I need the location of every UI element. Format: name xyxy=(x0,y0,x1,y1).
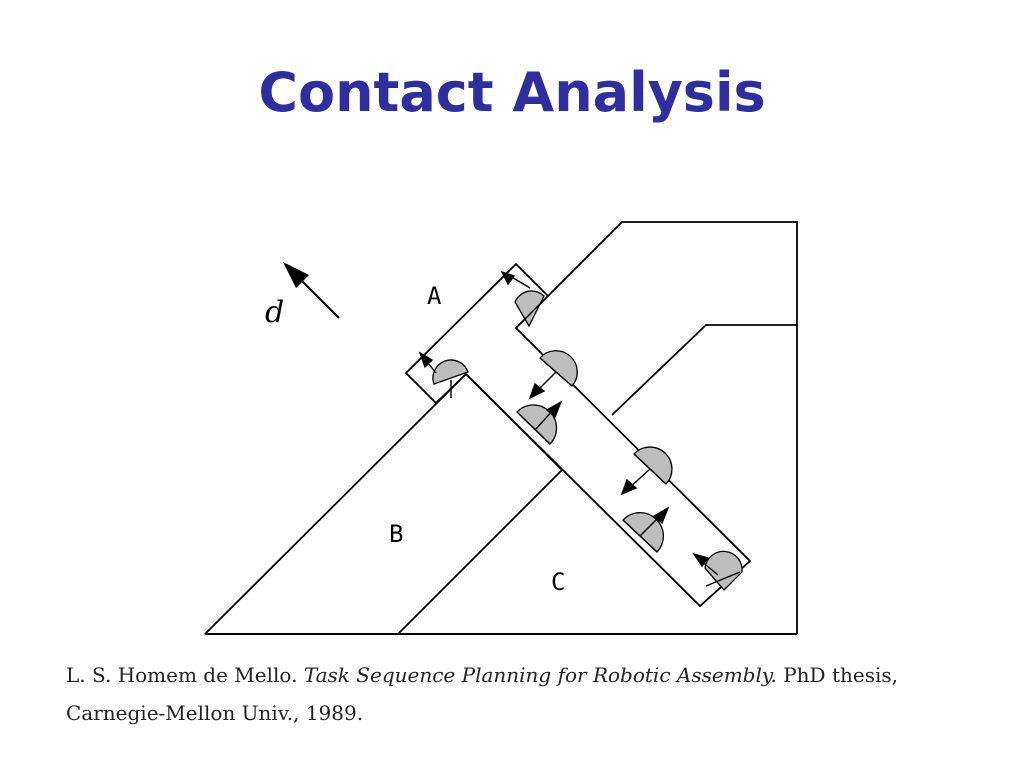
contact-point-7 xyxy=(704,550,743,591)
part-c-label: C xyxy=(551,568,565,596)
housing-outline xyxy=(547,221,798,325)
force-arrow-6 xyxy=(652,506,670,525)
contact-point-1 xyxy=(432,359,469,385)
force-arrow-3 xyxy=(528,382,546,400)
direction-arrow-icon xyxy=(283,262,309,288)
contact-markers xyxy=(432,290,743,591)
citation-institution: Carnegie-Mellon Univ., 1989. xyxy=(66,701,364,725)
citation-degree: PhD thesis, xyxy=(783,663,898,687)
citation-work-title: Task Sequence Planning for Robotic Assem… xyxy=(303,663,777,687)
direction-label: d xyxy=(265,295,284,330)
force-arrow-4 xyxy=(545,400,563,419)
part-c-outline xyxy=(611,324,798,634)
force-arrow-7 xyxy=(692,552,710,568)
force-arrow-5 xyxy=(620,478,638,496)
direction-arrow-shaft xyxy=(297,276,340,319)
part-a-outline xyxy=(404,262,752,608)
citation-authors: L. S. Homem de Mello. xyxy=(66,663,298,687)
force-arrow-2 xyxy=(500,270,516,286)
contact-point-5 xyxy=(633,446,673,485)
force-arrows xyxy=(418,270,719,576)
contact-point-3 xyxy=(539,350,578,387)
citation: L. S. Homem de Mello. Task Sequence Plan… xyxy=(66,656,986,732)
part-b-label: B xyxy=(389,520,403,548)
page-title: Contact Analysis xyxy=(258,61,766,124)
part-a-label: A xyxy=(427,282,442,310)
force-arrow-1 xyxy=(418,351,434,369)
contact-point-2 xyxy=(514,290,545,328)
